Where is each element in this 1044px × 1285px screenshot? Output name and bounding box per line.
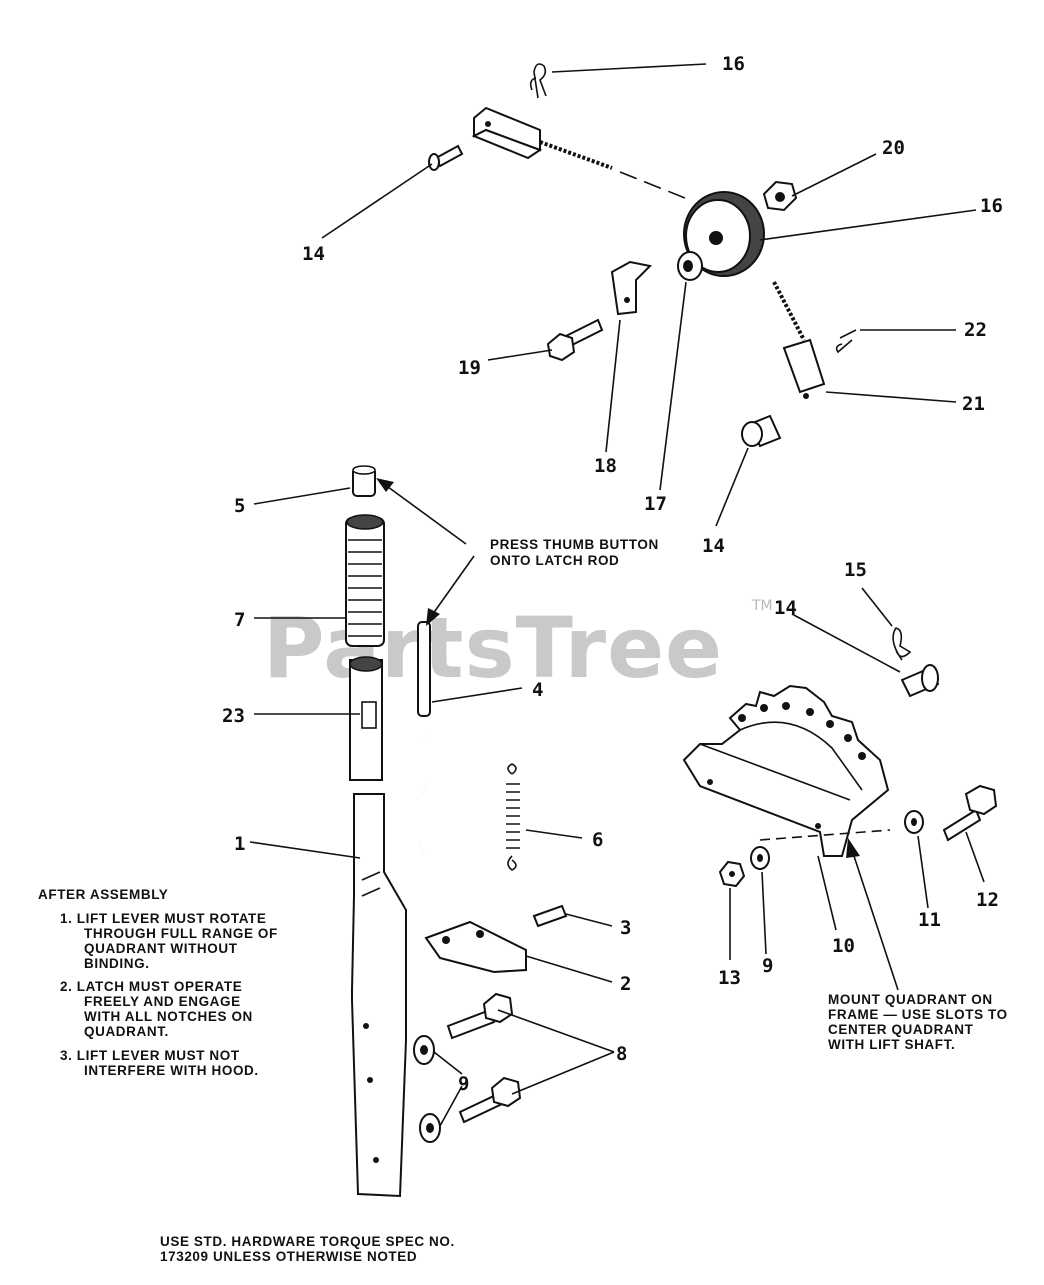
note-line: QUADRANT. xyxy=(84,1024,169,1039)
callout-5: 5 xyxy=(234,495,245,517)
callout-16-pulley: 16 xyxy=(980,195,1003,217)
note-line: ONTO LATCH ROD xyxy=(490,553,619,568)
note-line: THROUGH FULL RANGE OF xyxy=(84,926,278,941)
spacer-17-icon xyxy=(677,251,703,281)
callout-7: 7 xyxy=(234,609,245,631)
clevis-upper-icon xyxy=(471,106,543,160)
callout-14-middle: 14 xyxy=(702,535,725,557)
bolt-12-icon xyxy=(942,784,998,842)
callout-12: 12 xyxy=(976,889,999,911)
callout-9-left: 9 xyxy=(458,1073,469,1095)
spring-icon xyxy=(506,763,520,871)
washer-9-upper-icon xyxy=(413,1035,435,1065)
callout-13: 13 xyxy=(718,967,741,989)
callout-16-top: 16 xyxy=(722,53,745,75)
watermark-trademark: TM xyxy=(751,598,773,614)
note-line: 3. LIFT LEVER MUST NOT xyxy=(60,1048,240,1063)
callout-22: 22 xyxy=(964,319,987,341)
clevis-21-icon xyxy=(782,338,826,399)
note-line: FREELY AND ENGAGE xyxy=(84,994,241,1009)
note-title: AFTER ASSEMBLY xyxy=(38,887,168,902)
callout-3: 3 xyxy=(620,917,631,939)
callout-20: 20 xyxy=(882,137,905,159)
latch-icon xyxy=(424,920,527,974)
note-line: CENTER QUADRANT xyxy=(828,1022,974,1037)
hairpin-clip-15-icon xyxy=(892,627,912,661)
note-line: 2. LATCH MUST OPERATE xyxy=(60,979,242,994)
note-line: 1. LIFT LEVER MUST ROTATE xyxy=(60,911,267,926)
callout-15: 15 xyxy=(844,559,867,581)
callout-19: 19 xyxy=(458,357,481,379)
note-line: INTERFERE WITH HOOD. xyxy=(84,1063,259,1078)
latch-rod-icon xyxy=(417,621,431,853)
note-line: 173209 UNLESS OTHERWISE NOTED xyxy=(160,1249,417,1264)
arrow-head-icon xyxy=(846,838,860,858)
cable-path-line xyxy=(619,171,691,201)
pulley-icon xyxy=(683,191,765,277)
callout-9-right: 9 xyxy=(762,955,773,977)
bolt-8-upper-icon xyxy=(446,992,514,1040)
callout-8: 8 xyxy=(616,1043,627,1065)
bracket-18-icon xyxy=(610,260,653,316)
callout-6: 6 xyxy=(592,829,603,851)
hand-grip-icon xyxy=(345,514,385,647)
note-line: MOUNT QUADRANT ON xyxy=(828,992,993,1007)
leader-lines xyxy=(249,63,985,1127)
lever-tube-upper-icon xyxy=(349,656,383,781)
callout-4: 4 xyxy=(532,679,543,701)
thumb-button-icon xyxy=(352,465,376,497)
callout-1: 1 xyxy=(234,833,245,855)
callout-numbers: 16 20 16 14 22 19 21 18 17 14 5 7 15 14 … xyxy=(222,53,1003,1095)
cotter-pin-icon xyxy=(835,329,857,354)
callout-21: 21 xyxy=(962,393,985,415)
note-after-assembly: AFTER ASSEMBLY 1. LIFT LEVER MUST ROTATE… xyxy=(38,887,278,1078)
lift-lever-icon xyxy=(351,793,407,1198)
note-line: PRESS THUMB BUTTON xyxy=(490,537,659,552)
washer-9-lower-icon xyxy=(419,1113,441,1143)
clevis-pin-middle-icon xyxy=(741,414,782,448)
callout-18: 18 xyxy=(594,455,617,477)
note-line: WITH ALL NOTCHES ON xyxy=(84,1009,253,1024)
callout-2: 2 xyxy=(620,973,631,995)
note-line: USE STD. HARDWARE TORQUE SPEC NO. xyxy=(160,1234,455,1249)
clevis-pin-right-icon xyxy=(900,664,940,698)
note-mount-quadrant: MOUNT QUADRANT ON FRAME — USE SLOTS TO C… xyxy=(828,992,1008,1052)
note-line: WITH LIFT SHAFT. xyxy=(828,1037,955,1052)
arrow-head-icon xyxy=(376,478,394,492)
bolt-19-icon xyxy=(546,318,604,362)
quadrant-icon xyxy=(682,684,890,857)
callout-14-right: 14 xyxy=(774,597,797,619)
note-line: QUADRANT WITHOUT xyxy=(84,941,238,956)
pin-3-icon xyxy=(532,904,568,928)
cable-upper-icon xyxy=(539,140,613,170)
bolt-8-lower-icon xyxy=(458,1076,522,1124)
arrow-head-icon xyxy=(426,608,440,626)
note-line: FRAME — USE SLOTS TO xyxy=(828,1007,1008,1022)
watermark-text: PartsTree xyxy=(263,599,723,697)
nut-20-icon xyxy=(762,180,798,212)
callout-14-top: 14 xyxy=(302,243,325,265)
callout-10: 10 xyxy=(832,935,855,957)
note-torque: USE STD. HARDWARE TORQUE SPEC NO. 173209… xyxy=(160,1234,455,1264)
callout-11: 11 xyxy=(918,909,941,931)
callout-17: 17 xyxy=(644,493,667,515)
note-press-thumb: PRESS THUMB BUTTON ONTO LATCH ROD xyxy=(490,537,659,568)
nut-13-icon xyxy=(718,860,746,888)
cable-lower-icon xyxy=(772,281,806,341)
hairpin-clip-icon xyxy=(529,63,547,99)
washer-9-right-icon xyxy=(750,846,770,870)
note-line: BINDING. xyxy=(84,956,150,971)
callout-23: 23 xyxy=(222,705,245,727)
clevis-pin-upper-icon xyxy=(428,144,464,171)
washer-11-icon xyxy=(904,810,924,834)
